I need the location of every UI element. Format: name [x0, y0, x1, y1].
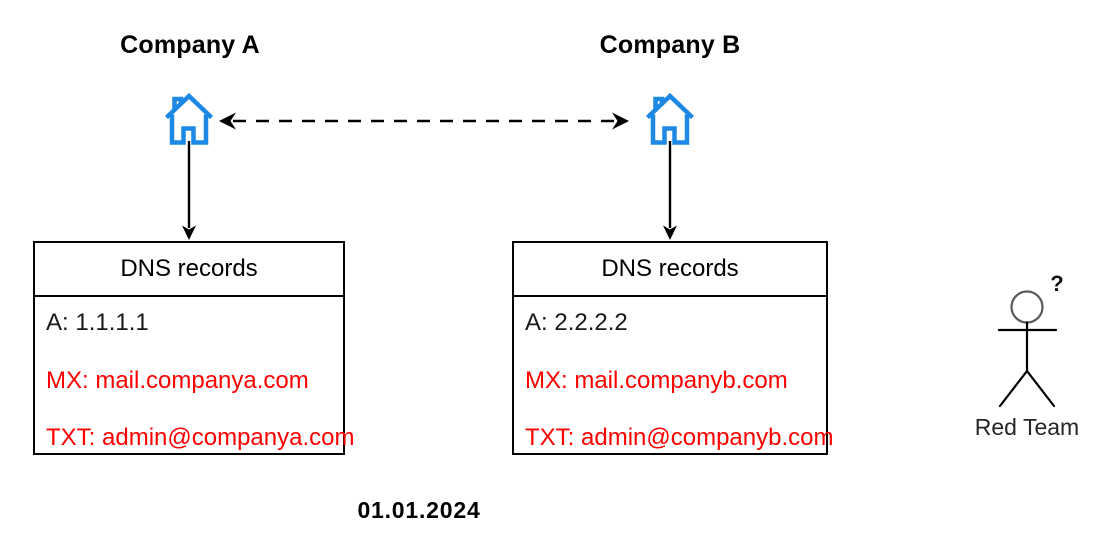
company-b-label: Company B: [599, 31, 741, 59]
red-team-label: Red Team: [974, 414, 1080, 440]
actor-right-leg: [1025, 369, 1056, 408]
dns-record-txt: TXT: admin@companya.com: [46, 424, 355, 451]
dns-record-mx: MX: mail.companya.com: [46, 367, 309, 394]
company-b-house-icon: [648, 96, 693, 143]
arrowhead-down: [182, 225, 196, 240]
dns-box-a-header: DNS records: [35, 243, 343, 297]
dns-box-a-body: A: 1.1.1.1 MX: mail.companya.com TXT: ad…: [35, 297, 354, 453]
dns-record-txt: TXT: admin@companyb.com: [525, 424, 834, 451]
company-a-house-icon: [167, 96, 212, 143]
dns-box-b-header: DNS records: [514, 243, 826, 297]
dns-record-mx: MX: mail.companyb.com: [525, 367, 788, 394]
company-a-label: Company A: [120, 31, 260, 59]
actor-head: [1010, 290, 1044, 324]
dns-box-company-a: DNS records A: 1.1.1.1 MX: mail.companya…: [33, 241, 354, 455]
dns-box-b-body: A: 2.2.2.2 MX: mail.companyb.com TXT: ad…: [514, 297, 833, 453]
dns-record-a: A: 1.1.1.1: [46, 309, 149, 336]
date-label: 01.01.2024: [357, 497, 481, 523]
dns-box-company-b: DNS records A: 2.2.2.2 MX: mail.companyb…: [512, 241, 833, 455]
actor-left-leg: [998, 369, 1029, 408]
question-mark: ?: [1050, 271, 1064, 296]
arrowhead-left: [219, 112, 236, 130]
arrow-company-a-to-dns: [182, 141, 196, 240]
dashed-double-arrow: [219, 112, 629, 130]
arrow-company-b-to-dns: [663, 141, 677, 240]
dns-record-a: A: 2.2.2.2: [525, 309, 628, 336]
red-team-actor-figure: [997, 290, 1058, 408]
arrowhead-down: [663, 225, 677, 240]
arrowhead-right: [612, 112, 629, 130]
